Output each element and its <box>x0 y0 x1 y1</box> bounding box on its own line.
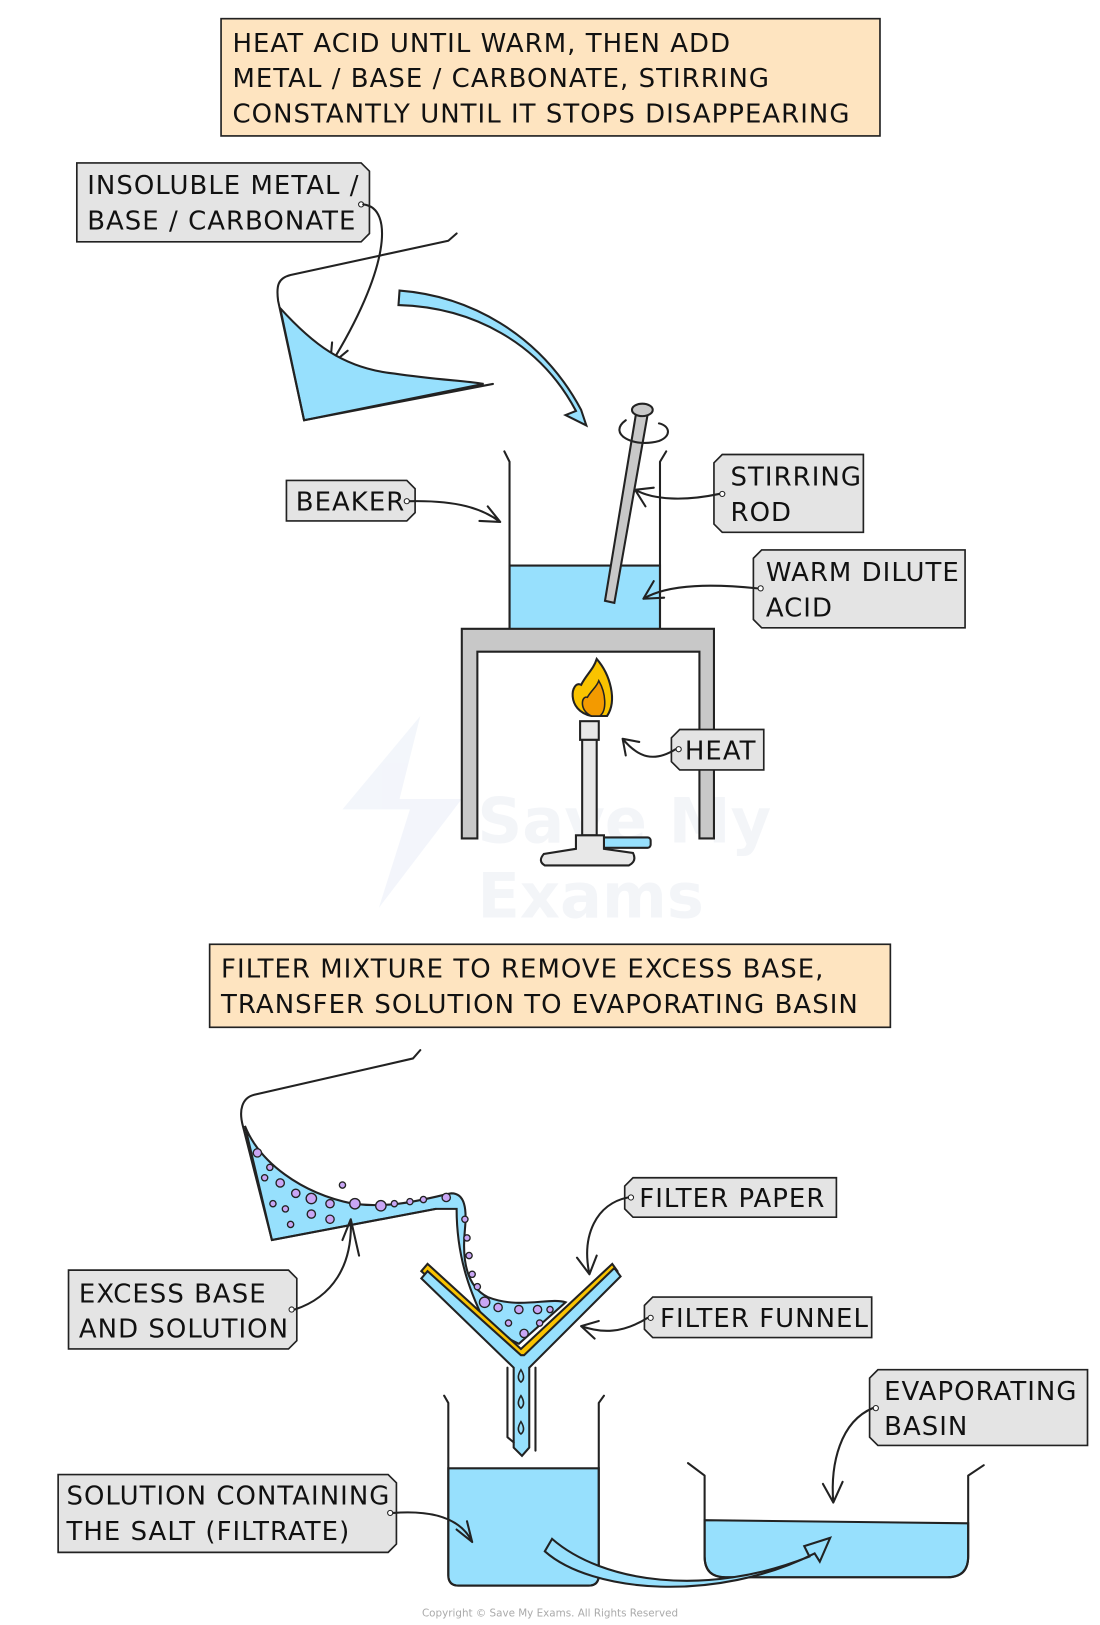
label-text: AND SOLUTION <box>79 1315 289 1345</box>
filter-funnel <box>419 1262 622 1458</box>
label-text: BEAKER <box>296 488 406 518</box>
watermark-logo-icon <box>342 715 462 908</box>
step2-line: TRANSFER SOLUTION TO EVAPORATING BASIN <box>220 990 859 1020</box>
beaker <box>503 450 668 645</box>
evaporating-basin <box>686 1462 985 1579</box>
label-insoluble-metal: INSOLUBLE METAL / BASE / CARBONATE <box>75 162 384 367</box>
label-text: SOLUTION CONTAINING <box>66 1482 390 1512</box>
step2-instruction: FILTER MIXTURE TO REMOVE EXCESS BASE, TR… <box>208 943 892 1029</box>
label-filtrate: SOLUTION CONTAINING THE SALT (FILTRATE) <box>57 1473 474 1554</box>
label-text: ACID <box>766 593 833 623</box>
tripod <box>460 627 715 840</box>
label-text: WARM DILUTE <box>766 558 960 588</box>
label-text: FILTER FUNNEL <box>660 1304 869 1334</box>
label-text: STIRRING <box>731 463 862 493</box>
particles <box>252 1148 554 1339</box>
pouring-beaker-mixture <box>240 1049 568 1346</box>
label-text: EVAPORATING <box>884 1377 1077 1407</box>
label-warm-dilute-acid: WARM DILUTE ACID <box>642 549 966 629</box>
step1-line: CONSTANTLY UNTIL IT STOPS DISAPPEARING <box>232 99 850 129</box>
rotate-icon <box>618 419 669 444</box>
step2-line: FILTER MIXTURE TO REMOVE EXCESS BASE, <box>221 954 824 984</box>
step1-instruction: HEAT ACID UNTIL WARM, THEN ADD METAL / B… <box>220 17 881 137</box>
watermark: Save My Exams <box>342 715 771 932</box>
label-beaker: BEAKER <box>285 479 502 523</box>
bunsen-burner <box>539 656 652 867</box>
label-heat: HEAT <box>621 728 765 771</box>
stirring-rod <box>603 402 669 605</box>
transfer-arrow-icon <box>543 1536 833 1588</box>
label-text: BASIN <box>884 1412 968 1442</box>
label-excess-base: EXCESS BASE AND SOLUTION <box>67 1218 361 1350</box>
label-text: BASE / CARBONATE <box>87 206 356 236</box>
label-filter-funnel: FILTER FUNNEL <box>580 1296 873 1340</box>
label-evaporating-basin: EVAPORATING BASIN <box>821 1368 1089 1504</box>
step1-line: HEAT ACID UNTIL WARM, THEN ADD <box>232 29 731 59</box>
pouring-beaker <box>276 232 494 422</box>
copyright-text: Copyright © Save My Exams. All Rights Re… <box>422 1608 678 1620</box>
label-stirring-rod: STIRRING ROD <box>634 453 865 534</box>
label-text: ROD <box>731 498 793 528</box>
pour-arrow-icon <box>397 289 589 428</box>
droplets-icon <box>517 1368 525 1436</box>
label-text: FILTER PAPER <box>639 1184 825 1214</box>
label-text: EXCESS BASE <box>79 1279 267 1309</box>
step1-line: METAL / BASE / CARBONATE, STIRRING <box>232 64 770 94</box>
label-text: INSOLUBLE METAL / <box>87 171 359 201</box>
label-text: HEAT <box>685 737 757 767</box>
label-filter-paper: FILTER PAPER <box>575 1176 838 1276</box>
watermark-text: Exams <box>477 859 704 932</box>
label-text: THE SALT (FILTRATE) <box>65 1517 350 1547</box>
